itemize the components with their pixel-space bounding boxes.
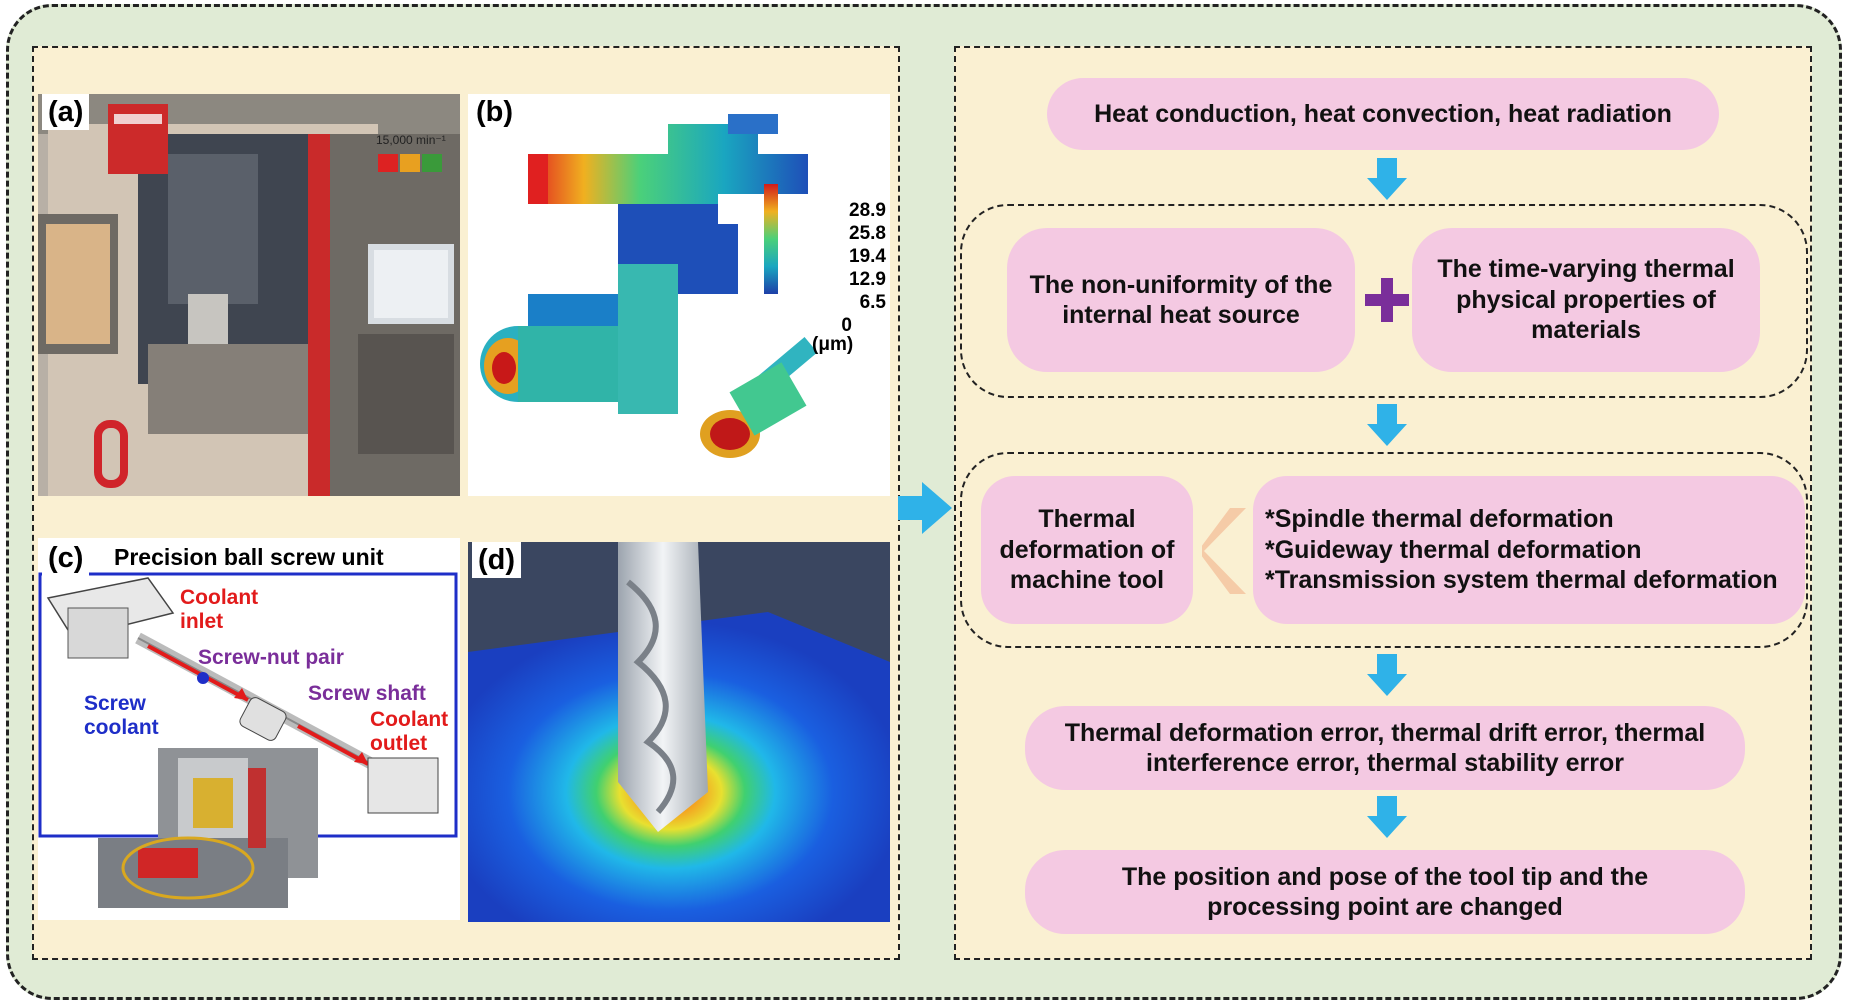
machine-tool-deformation-box: Thermal deformation of machine tool xyxy=(981,476,1193,624)
flow-arrow-3 xyxy=(1367,654,1407,696)
panel-label-b: (b) xyxy=(470,94,520,130)
coolant-inlet-label: Coolant inlet xyxy=(180,586,259,633)
thermal-error-types-box: Thermal deformation error, thermal drift… xyxy=(1025,706,1745,790)
panel-label-c: (c) xyxy=(42,540,90,576)
tool-tip-change-box: The position and pose of the tool tip an… xyxy=(1025,850,1745,934)
heat-source-group xyxy=(960,204,1808,398)
drilling-thermal-simulation xyxy=(468,542,890,922)
spindle-thermal-fea xyxy=(468,94,890,496)
panel-label-d: (d) xyxy=(472,542,522,578)
colorbar-tick-3: 12.9 xyxy=(849,269,886,290)
colorbar-tick-0: 28.9 xyxy=(849,200,886,221)
screw-nut-pair-label: Screw-nut pair xyxy=(198,646,344,669)
coolant-outlet-label: Coolant outlet xyxy=(370,708,449,755)
rpm-label: 15,000 min⁻¹ xyxy=(376,133,446,147)
flow-arrow-1 xyxy=(1367,158,1407,200)
panel-connector-arrow xyxy=(898,482,952,534)
ball-screw-title: Precision ball screw unit xyxy=(114,544,384,570)
panel-label-a: (a) xyxy=(42,94,90,130)
colorbar-tick-1: 25.8 xyxy=(849,223,886,244)
colorbar-unit: (μm) xyxy=(812,334,854,355)
machine-tool-photo: 15,000 min⁻¹ xyxy=(38,94,460,496)
plus-icon xyxy=(1365,278,1409,322)
flow-arrow-2 xyxy=(1367,404,1407,446)
material-properties-box: The time-varying thermal physical proper… xyxy=(1412,228,1760,372)
heat-transfer-step: Heat conduction, heat convection, heat r… xyxy=(1047,78,1719,150)
internal-heat-source-box: The non-uniformity of the internal heat … xyxy=(1007,228,1355,372)
screw-coolant-label: Screw coolant xyxy=(84,692,159,739)
flow-arrow-4 xyxy=(1367,796,1407,838)
screw-shaft-label: Screw shaft xyxy=(308,682,426,705)
chevron-left-icon xyxy=(1202,508,1246,594)
component-deformation-list: *Spindle thermal deformation *Guideway t… xyxy=(1253,476,1805,624)
colorbar-tick-2: 19.4 xyxy=(849,246,886,267)
thermal-deformation-group xyxy=(960,452,1808,648)
colorbar-tick-5: 0 xyxy=(841,315,852,336)
colorbar-tick-4: 6.5 xyxy=(859,292,886,313)
ball-screw-diagram xyxy=(38,538,460,920)
